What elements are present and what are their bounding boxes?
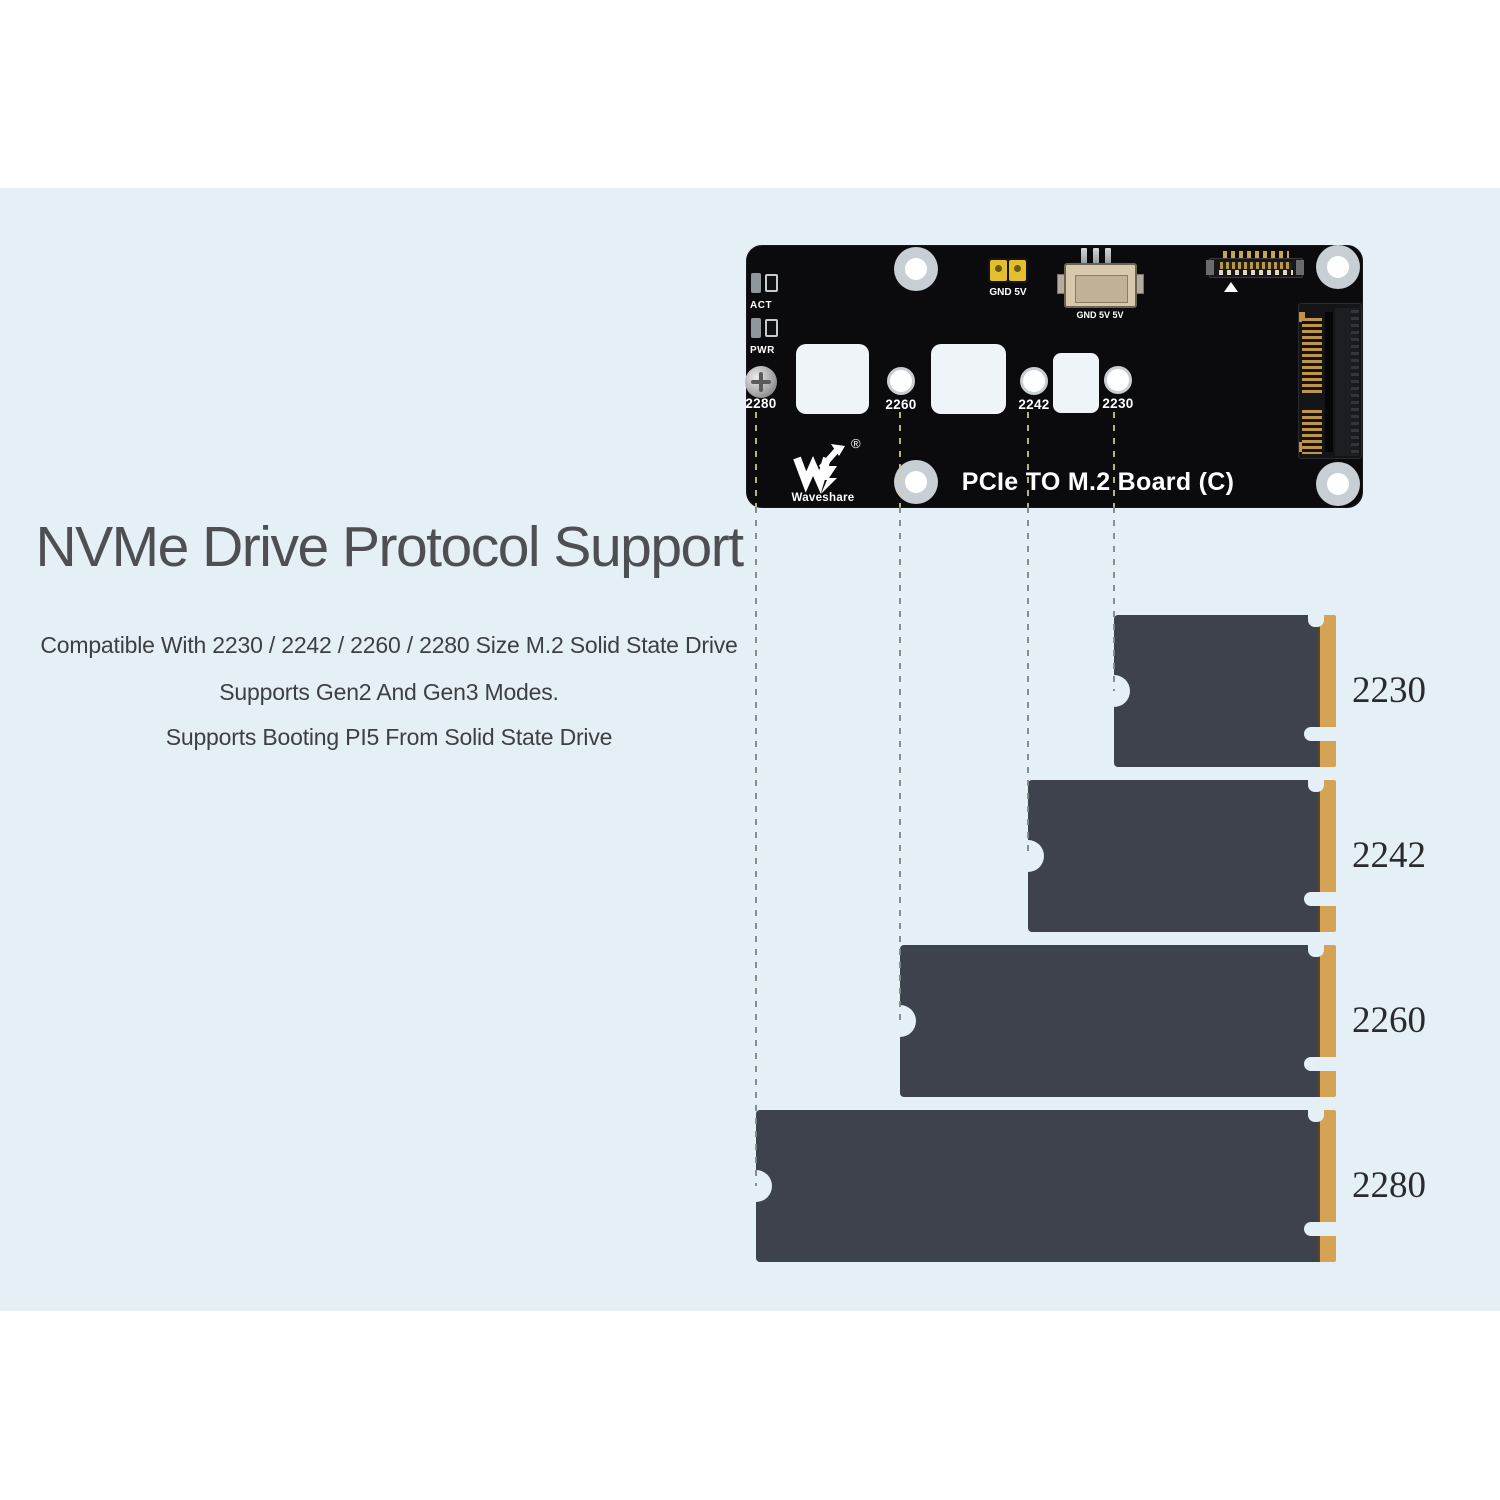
power-header-connector [1064, 263, 1137, 308]
header-pin [1105, 248, 1111, 265]
ssd-key-notch [1304, 892, 1338, 906]
guide-line-2260-on-board [899, 412, 901, 507]
ssd-size-label-2260: 2260 [1352, 1000, 1426, 1041]
m2-contact-stripes [1351, 310, 1359, 454]
pwr-led-label: PWR [750, 345, 775, 356]
ssd-key-notch [1304, 1222, 1338, 1236]
mounting-hole-bore [905, 258, 927, 280]
ffc-gold-contacts [1220, 262, 1292, 269]
pcie-m2-adapter-board: ACT PWR 2280 2260 2242 2230 GND 5V [745, 245, 1363, 508]
ssd-edge-connector [1318, 945, 1336, 1097]
mounting-hole-bore [1327, 256, 1349, 278]
power-header-socket [1075, 275, 1128, 303]
ssd-outline-2242 [1012, 779, 1338, 932]
ssd-size-label-2242: 2242 [1352, 835, 1426, 876]
ssd-key-notch-top [1308, 944, 1324, 957]
guide-line-2260 [899, 507, 901, 1021]
ssd-outline-2280 [740, 1109, 1338, 1262]
jumper-pin-gnd [990, 260, 1007, 281]
board-title: PCIe TO M.2 Board (C) [961, 468, 1235, 496]
standoff-hole-2230 [1104, 366, 1132, 394]
feature-line-compatibility: Compatible With 2230 / 2242 / 2260 / 228… [40, 632, 738, 658]
pin1-triangle-marker [1224, 282, 1238, 292]
guide-line-2242-on-board [1027, 412, 1029, 507]
brand-name: Waveshare [791, 492, 855, 504]
act-led-component [751, 273, 761, 293]
ssd-key-notch [1304, 727, 1338, 741]
ffc-pin-teeth [1223, 251, 1289, 259]
mounting-hole-bottom-right [1316, 462, 1360, 506]
registered-trademark: ® [851, 436, 861, 451]
ssd-size-label-2230: 2230 [1352, 670, 1426, 711]
ssd-outline-2230 [1098, 614, 1338, 767]
ssd-body [1028, 780, 1318, 932]
pwr-led [765, 319, 778, 337]
guide-line-2242 [1027, 507, 1029, 856]
ssd-body [900, 945, 1318, 1097]
thermal-pad-area [1053, 353, 1099, 413]
ffc-solder-pads [1219, 270, 1293, 275]
board-size-mark-2280: 2280 [745, 396, 777, 411]
ffc-clip [1206, 260, 1214, 275]
pcie-ffc-connector [1209, 258, 1303, 278]
mounting-hole-bottom-left [894, 460, 938, 504]
ssd-fixing-screw [745, 366, 777, 398]
jumper-pin-5v [1009, 260, 1026, 281]
mounting-hole-bore [905, 471, 927, 493]
feature-line-gen-modes: Supports Gen2 And Gen3 Modes. [219, 679, 559, 705]
power-header-label: GND 5V 5V [1076, 310, 1124, 320]
board-size-mark-2260: 2260 [885, 397, 917, 412]
ffc-clip [1296, 260, 1304, 275]
m2-card-slot [1325, 312, 1333, 452]
mounting-hole-bore [1327, 473, 1349, 495]
pwr-led-component [751, 318, 761, 338]
page-title: NVMe Drive Protocol Support [35, 515, 744, 579]
board-size-mark-2242: 2242 [1018, 397, 1050, 412]
ssd-body [1114, 615, 1318, 767]
act-led [765, 274, 778, 292]
thermal-pad-area [931, 344, 1006, 414]
guide-line-2230 [1113, 507, 1115, 691]
ssd-edge-connector [1318, 780, 1336, 932]
act-led-label: ACT [750, 300, 773, 311]
m2-pin-row-upper [1302, 318, 1322, 394]
m2-gold-tab [1299, 312, 1305, 322]
ssd-outline-2260 [884, 944, 1338, 1097]
screw-slot [751, 380, 771, 384]
ssd-key-notch-top [1308, 779, 1324, 792]
standoff-hole-2242 [1020, 367, 1048, 395]
mounting-hole-top-right [1316, 245, 1360, 289]
header-pin [1093, 248, 1099, 265]
jumper-label: GND 5V [989, 287, 1027, 298]
ssd-key-notch-top [1308, 614, 1324, 627]
standoff-hole-2260 [887, 367, 915, 395]
m2-pin-row-lower [1302, 410, 1322, 454]
power-jumper-connector [988, 258, 1028, 283]
ssd-edge-connector [1318, 615, 1336, 767]
mounting-hole-top-left [894, 247, 938, 291]
ssd-size-label-2280: 2280 [1352, 1165, 1426, 1206]
guide-line-2230-on-board [1113, 412, 1115, 507]
header-mount-tab [1136, 274, 1144, 294]
guide-line-2280-on-board [755, 412, 757, 507]
guide-line-2280 [755, 507, 757, 1186]
board-size-mark-2230: 2230 [1102, 396, 1134, 411]
waveshare-logo-icon [791, 442, 855, 494]
ssd-edge-connector [1318, 1110, 1336, 1262]
ssd-body [756, 1110, 1318, 1262]
thermal-pad-area [796, 344, 869, 414]
feature-line-boot: Supports Booting PI5 From Solid State Dr… [165, 724, 613, 750]
ssd-key-notch [1304, 1057, 1338, 1071]
m2-slot-connector [1298, 303, 1362, 459]
header-pin [1081, 248, 1087, 265]
ssd-key-notch-top [1308, 1109, 1324, 1122]
